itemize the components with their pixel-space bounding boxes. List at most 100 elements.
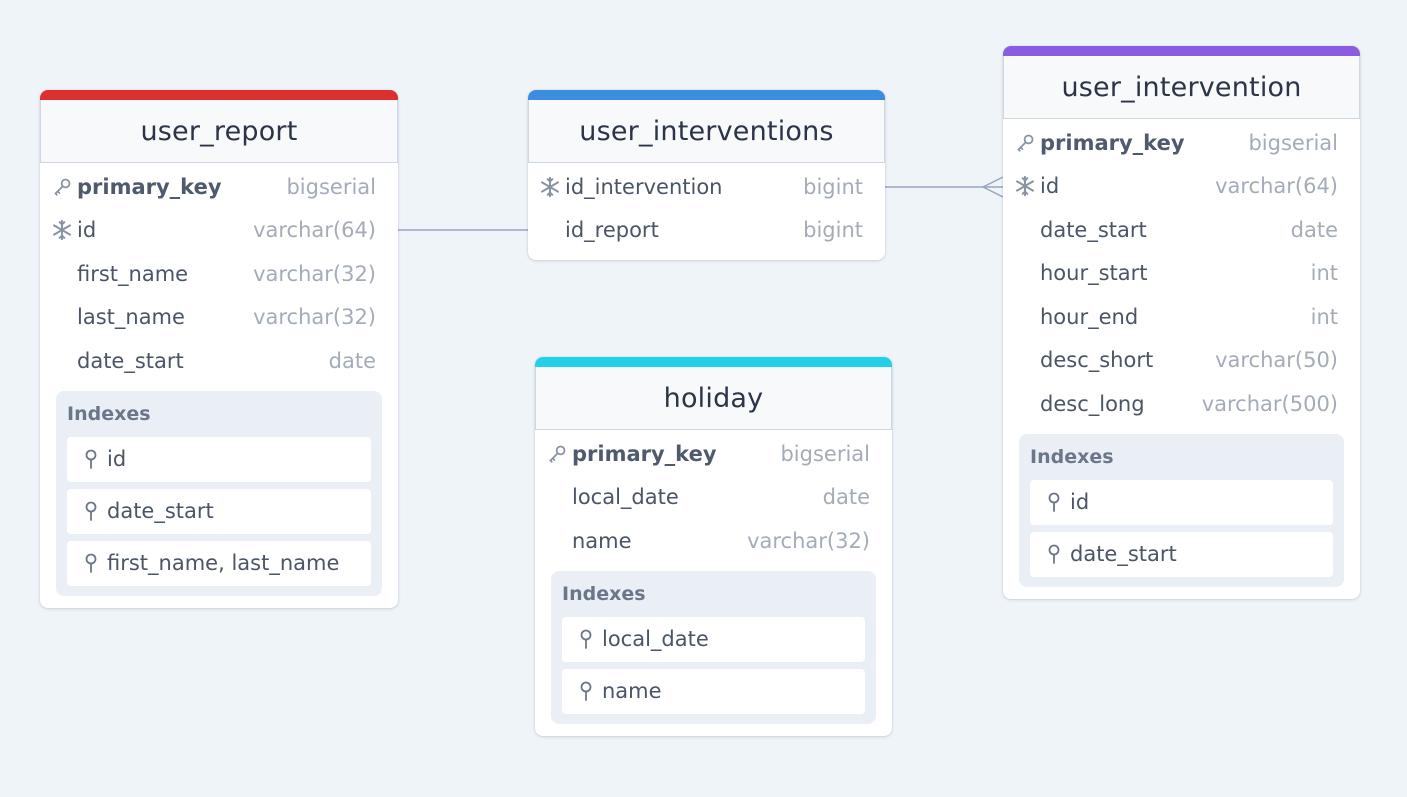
index-label: id (1070, 490, 1090, 514)
field-row-desc-short[interactable]: desc_short varchar(50) (1003, 339, 1360, 383)
index-pin-icon (1046, 492, 1062, 512)
table-accent-bar (1003, 46, 1360, 56)
field-type: bigint (803, 174, 863, 199)
indexes-panel: Indexes id date_start first_name, last_nam… (56, 390, 382, 596)
index-pin-icon (83, 553, 99, 573)
key-icon (545, 442, 569, 466)
index-label: id (107, 447, 127, 471)
index-item[interactable]: date_start (1030, 531, 1333, 577)
table-accent-bar (528, 90, 885, 100)
field-type: varchar(64) (253, 218, 376, 243)
key-icon (1013, 131, 1037, 155)
index-label: local_date (602, 627, 709, 651)
field-type: varchar(500) (1201, 391, 1338, 416)
snowflake-icon (50, 218, 74, 242)
field-name: primary_key (1040, 130, 1185, 155)
table-title: user_intervention (1003, 56, 1360, 119)
table-holiday[interactable]: holiday primary_key bigserial local_date da… (535, 357, 892, 736)
field-name: id_intervention (565, 174, 723, 199)
field-list: primary_key bigserial id varchar(64) first_n… (40, 163, 398, 383)
field-row-date-start[interactable]: date_start date (1003, 208, 1360, 252)
field-list: primary_key bigserial local_date date name va… (535, 430, 892, 563)
field-type: date (1290, 217, 1338, 242)
index-list: id date_start (1030, 479, 1333, 577)
snowflake-icon (1013, 174, 1037, 198)
field-name: desc_long (1040, 391, 1145, 416)
snowflake-icon (538, 175, 562, 199)
field-name: local_date (572, 485, 679, 510)
table-title: user_interventions (528, 100, 885, 163)
field-type: int (1310, 261, 1338, 286)
field-name: id_report (565, 218, 659, 243)
field-type: int (1310, 304, 1338, 329)
field-name: hour_end (1040, 304, 1139, 329)
index-label: date_start (107, 499, 214, 523)
field-type: varchar(32) (253, 261, 376, 286)
index-item[interactable]: id (1030, 479, 1333, 525)
index-pin-icon (1046, 544, 1062, 564)
field-type: varchar(32) (253, 305, 376, 330)
field-row-local-date[interactable]: local_date date (535, 476, 892, 520)
field-row-id-intervention[interactable]: id_intervention bigint (528, 165, 885, 209)
field-name: date_start (77, 348, 184, 373)
index-label: first_name, last_name (107, 551, 340, 575)
field-name: name (572, 528, 632, 553)
index-label: date_start (1070, 542, 1177, 566)
field-name: id (1040, 174, 1060, 199)
crows-foot-many-marker (982, 176, 1004, 198)
indexes-title: Indexes (1030, 445, 1114, 468)
indexes-title: Indexes (562, 582, 646, 605)
index-item[interactable]: name (562, 668, 865, 714)
field-name: date_start (1040, 217, 1147, 242)
field-row-first-name[interactable]: first_name varchar(32) (40, 252, 398, 296)
index-item[interactable]: local_date (562, 616, 865, 662)
field-row-name[interactable]: name varchar(32) (535, 519, 892, 563)
field-row-date-start[interactable]: date_start date (40, 339, 398, 383)
field-type: varchar(50) (1215, 348, 1338, 373)
field-type: varchar(32) (747, 528, 870, 553)
field-row-primary-key[interactable]: primary_key bigserial (40, 165, 398, 209)
field-type: date (822, 485, 870, 510)
index-item[interactable]: id (67, 436, 371, 482)
field-name: primary_key (77, 174, 222, 199)
table-accent-bar (535, 357, 892, 367)
field-type: date (328, 348, 376, 373)
field-row-last-name[interactable]: last_name varchar(32) (40, 296, 398, 340)
field-name: first_name (77, 261, 189, 286)
field-type: bigserial (286, 174, 376, 199)
field-row-primary-key[interactable]: primary_key bigserial (535, 432, 892, 476)
field-name: primary_key (572, 441, 717, 466)
index-item[interactable]: first_name, last_name (67, 540, 371, 586)
field-row-desc-long[interactable]: desc_long varchar(500) (1003, 382, 1360, 426)
index-item[interactable]: date_start (67, 488, 371, 534)
field-name: desc_short (1040, 348, 1154, 373)
field-name: hour_start (1040, 261, 1148, 286)
field-name: id (77, 218, 97, 243)
index-pin-icon (83, 501, 99, 521)
index-list: id date_start first_name, last_name (67, 436, 371, 586)
table-user-interventions[interactable]: user_interventions id_intervention bigint… (528, 90, 885, 260)
field-name: last_name (77, 305, 185, 330)
indexes-panel: Indexes id date_start (1019, 433, 1344, 587)
field-row-id[interactable]: id varchar(64) (1003, 165, 1360, 209)
index-pin-icon (578, 681, 594, 701)
index-pin-icon (83, 449, 99, 469)
field-row-hour-end[interactable]: hour_end int (1003, 295, 1360, 339)
field-row-hour-start[interactable]: hour_start int (1003, 252, 1360, 296)
table-title: holiday (535, 367, 892, 430)
key-icon (50, 175, 74, 199)
field-type: varchar(64) (1215, 174, 1338, 199)
indexes-title: Indexes (67, 402, 151, 425)
field-row-id[interactable]: id varchar(64) (40, 209, 398, 253)
field-type: bigserial (780, 441, 870, 466)
index-pin-icon (578, 629, 594, 649)
